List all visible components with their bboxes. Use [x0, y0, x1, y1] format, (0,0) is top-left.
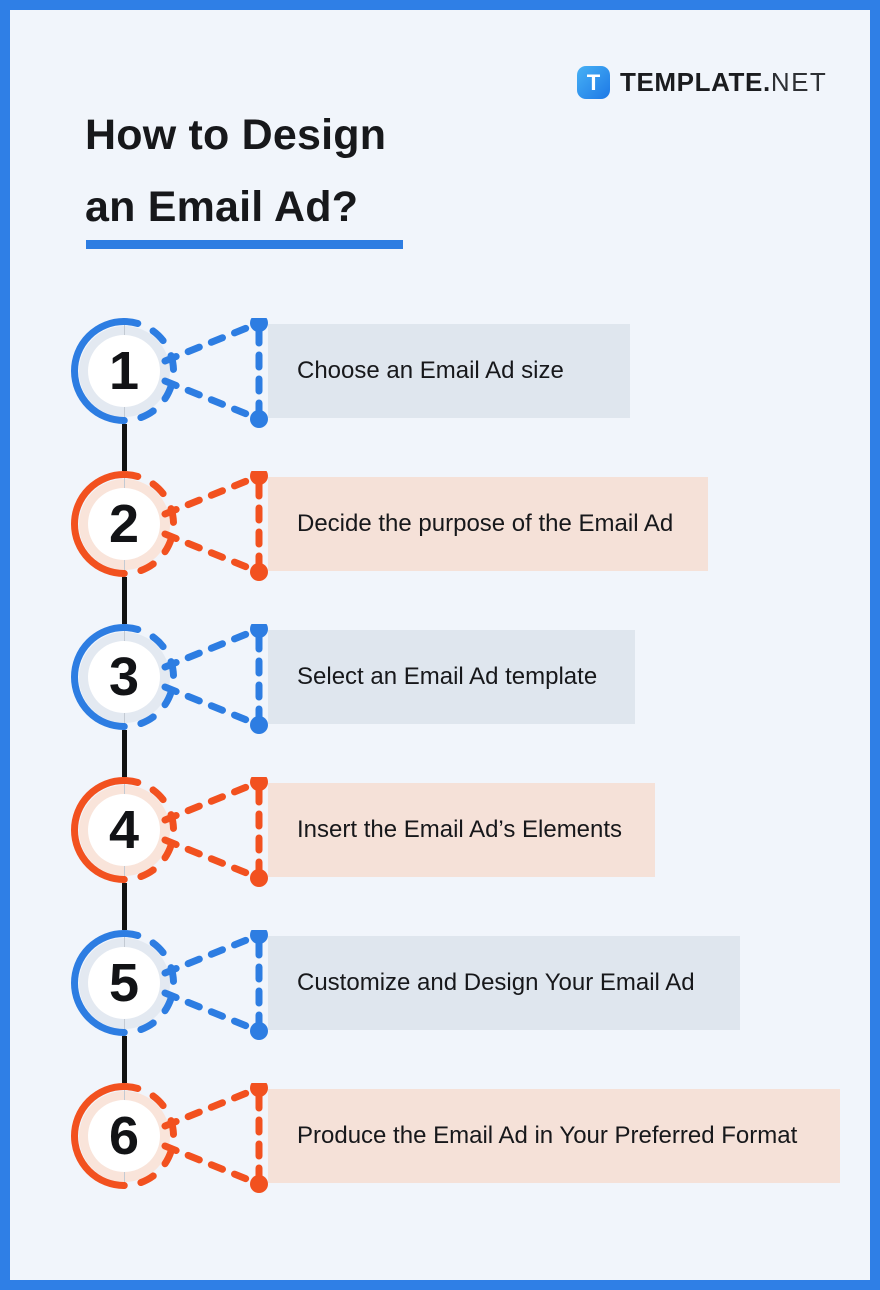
step-number: 5	[88, 947, 160, 1019]
step-dashed-connector-icon	[161, 318, 268, 428]
step-circle-ring-icon	[71, 777, 177, 883]
template-net-logo-icon: T	[577, 66, 610, 99]
title-line-2: an Email Ad?	[85, 182, 359, 231]
step-dashed-connector-icon	[161, 1083, 268, 1193]
step-number-circle: 4	[71, 777, 177, 883]
step-label-box: Select an Email Ad template	[268, 630, 635, 724]
steps-list: 1 Choose an Email Ad size 2	[10, 318, 870, 1258]
step-number: 3	[88, 641, 160, 713]
step-dashed-connector-icon	[161, 471, 268, 581]
step-number: 4	[88, 794, 160, 866]
step-label-box: Decide the purpose of the Email Ad	[268, 477, 708, 571]
step-circle-ring-icon	[71, 1083, 177, 1189]
step-label: Insert the Email Ad’s Elements	[297, 816, 623, 843]
step-number: 2	[88, 488, 160, 560]
step-row: 1 Choose an Email Ad size	[10, 318, 870, 428]
step-row: 6 Produce the Email Ad in Your Preferred…	[10, 1036, 870, 1193]
step-label-box: Insert the Email Ad’s Elements	[268, 783, 655, 877]
title-underline-bar	[86, 240, 403, 249]
step-connector-line	[121, 730, 127, 777]
title-line-1: How to Design	[85, 110, 387, 159]
step-number-circle: 2	[71, 471, 177, 577]
template-net-logo: T TEMPLATE.NET	[577, 66, 827, 99]
step-circle-ring-icon	[71, 471, 177, 577]
step-dashed-connector-icon	[161, 624, 268, 734]
step-number: 6	[88, 1100, 160, 1172]
step-circle-ring-icon	[71, 318, 177, 424]
step-label: Customize and Design Your Email Ad	[297, 969, 695, 996]
step-label: Decide the purpose of the Email Ad	[297, 510, 674, 537]
step-circle-ring-icon	[71, 930, 177, 1036]
step-label: Select an Email Ad template	[297, 663, 598, 690]
step-label-box: Choose an Email Ad size	[268, 324, 630, 418]
step-label: Choose an Email Ad size	[297, 357, 564, 384]
step-number: 1	[88, 335, 160, 407]
step-number-circle: 6	[71, 1083, 177, 1189]
step-circle-ring-icon	[71, 624, 177, 730]
step-number-circle: 5	[71, 930, 177, 1036]
step-dashed-connector-icon	[161, 930, 268, 1040]
step-label-box: Customize and Design Your Email Ad	[268, 936, 740, 1030]
brand-dot: .	[762, 67, 771, 97]
step-number-circle: 3	[71, 624, 177, 730]
step-label-box: Produce the Email Ad in Your Preferred F…	[268, 1089, 840, 1183]
step-row: 3 Select an Email Ad template	[10, 577, 870, 734]
step-number-circle: 1	[71, 318, 177, 424]
step-row: 5 Customize and Design Your Email Ad	[10, 883, 870, 1040]
template-net-logo-text: TEMPLATE.NET	[620, 67, 827, 98]
step-row: 4 Insert the Email Ad’s Elements	[10, 730, 870, 887]
step-connector-line	[121, 1036, 127, 1083]
step-row: 2 Decide the purpose of the Email Ad	[10, 424, 870, 581]
page-title: How to Design an Email Ad?	[85, 99, 386, 243]
step-connector-line	[121, 577, 127, 624]
step-connector-line	[121, 883, 127, 930]
step-label: Produce the Email Ad in Your Preferred F…	[297, 1122, 798, 1149]
step-connector-line	[121, 424, 127, 471]
brand-suffix: NET	[770, 67, 828, 97]
brand-name: TEMPLATE	[620, 67, 763, 97]
step-dashed-connector-icon	[161, 777, 268, 887]
